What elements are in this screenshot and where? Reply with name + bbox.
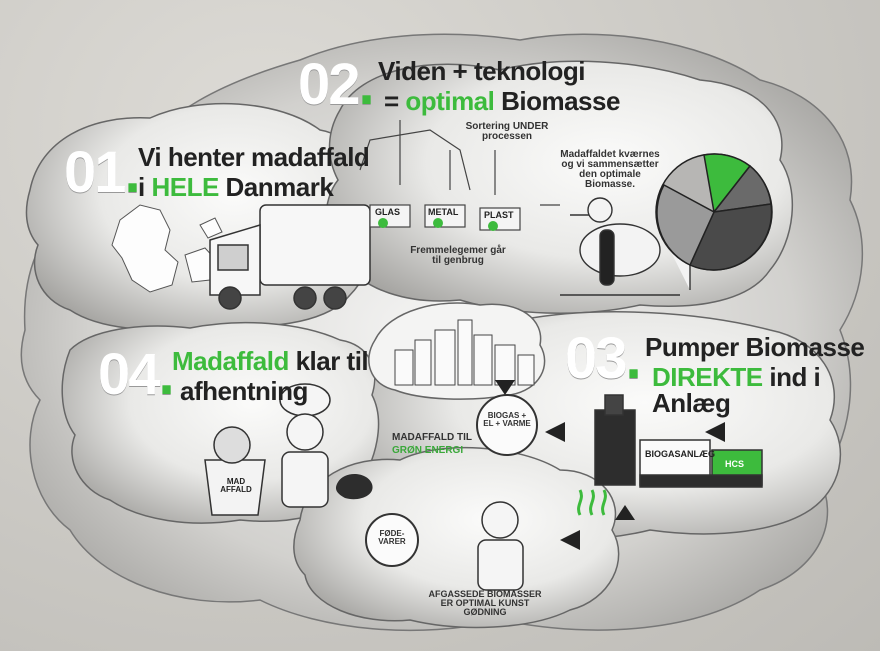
step-01-line2: i HELE Danmark bbox=[138, 172, 334, 202]
bin-glas-label: GLAS bbox=[375, 207, 401, 217]
cycle-cloud bbox=[293, 446, 620, 629]
fodevarer-circle bbox=[365, 513, 419, 567]
biogasanlaeg-label: BIOGASANLÆG bbox=[645, 449, 716, 459]
biogas-label: BIOGAS + EL + VARME bbox=[483, 411, 531, 428]
farmer-icon bbox=[477, 501, 524, 591]
step-03-line1: Pumper Biomasse bbox=[645, 332, 865, 362]
bin-metal-label: METAL bbox=[428, 207, 459, 217]
hcs-label: HCS bbox=[725, 459, 745, 469]
bin-plast-label: PLAST bbox=[484, 210, 514, 220]
steam-icon bbox=[577, 489, 607, 516]
grinder-tank-icon bbox=[560, 197, 691, 296]
afgassede-note: AFGASSEDE BIOMASSER ER OPTIMAL KUNST GØD… bbox=[428, 589, 542, 617]
recycle-icon bbox=[378, 218, 498, 231]
mad-bin-label: MAD AFFALD bbox=[220, 477, 252, 494]
step-03-line2: DIREKTE ind i Anlæg bbox=[652, 362, 821, 418]
step-02-line1: Viden + teknologi bbox=[378, 56, 586, 86]
city-skyline-icon bbox=[394, 319, 535, 386]
biogas-circle bbox=[476, 394, 538, 456]
kvaernes-note: Madaffaldet kværnes og vi sammensætter d… bbox=[560, 149, 660, 190]
sortering-note: Sortering UNDER processen bbox=[465, 121, 549, 142]
step-02-number: 02. bbox=[298, 52, 375, 117]
mad-bin-icon bbox=[204, 426, 266, 516]
step-04-number: 04. bbox=[98, 342, 175, 407]
fodevarer-label: FØDE- VARER bbox=[378, 529, 406, 546]
step-01-number: 01. bbox=[64, 140, 141, 205]
gron-energi-label: GRØN ENERGI bbox=[392, 445, 464, 456]
step-04-line2: afhentning bbox=[180, 376, 308, 406]
biogas-plant-icon bbox=[594, 394, 763, 488]
fremmed-note: Fremmelegemer går til genbrug bbox=[410, 245, 506, 266]
step-04-line1: Madaffald klar til bbox=[172, 346, 369, 376]
meat-icon bbox=[335, 473, 373, 500]
step-02-line2: = optimal Biomasse bbox=[384, 86, 620, 116]
step-03-number: 03. bbox=[565, 326, 642, 391]
cycle-arrows bbox=[495, 380, 725, 550]
madaffald-til-label: MADAFFALD TIL bbox=[392, 432, 472, 443]
step-01-line1: Vi henter madaffald bbox=[138, 142, 370, 172]
truck-icon bbox=[209, 204, 371, 310]
chef-icon bbox=[279, 383, 331, 508]
biomass-pie-chart bbox=[655, 153, 773, 271]
